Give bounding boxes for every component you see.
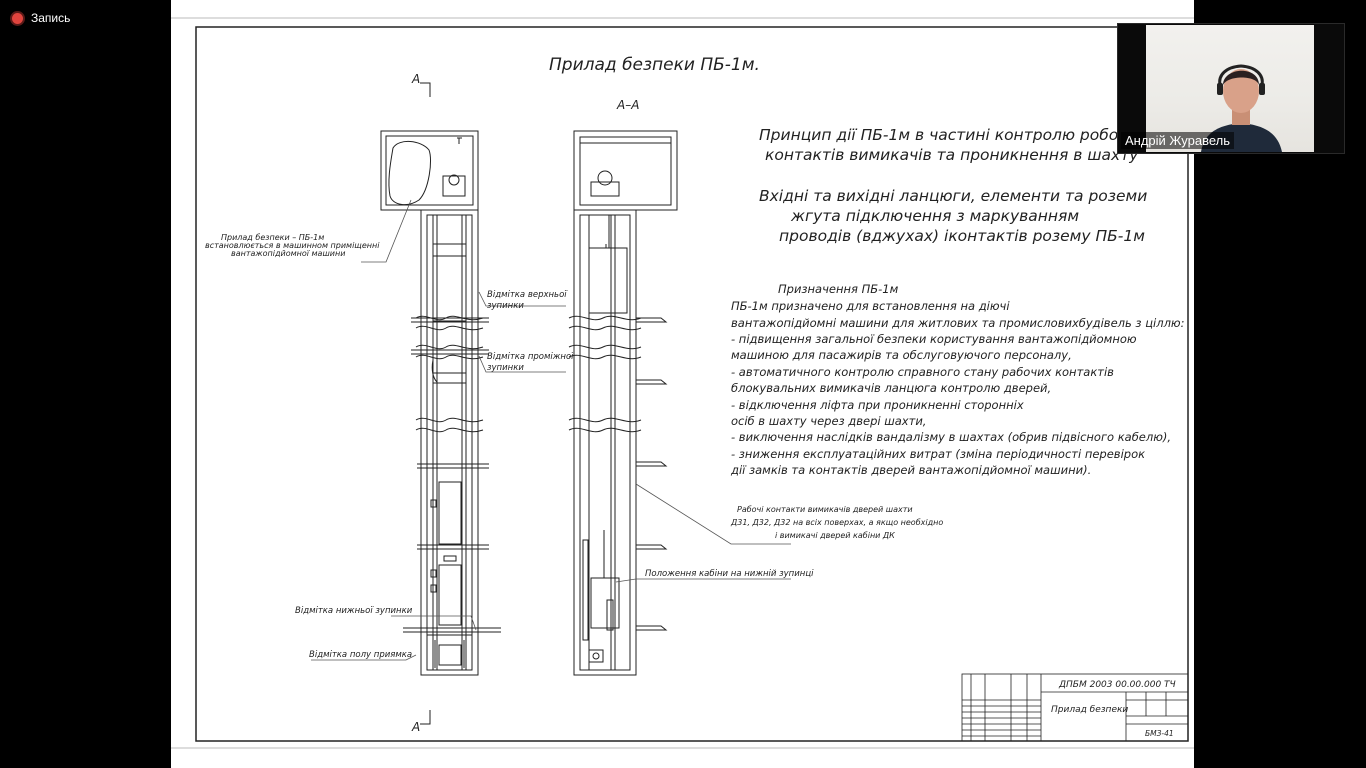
section-mark-bottom: А	[411, 720, 420, 734]
callout-device-line-2: встановлюється в машинном приміщенні	[205, 241, 380, 250]
drawing-frame	[195, 26, 1189, 742]
callout-device-line-3: вантажопідйомної машини	[231, 249, 345, 258]
purpose-line-2: вантажопідйомні машини для житлових та п…	[731, 316, 1184, 330]
title-block-name: Прилад безпеки	[1051, 705, 1128, 715]
io-line-2: жгута підключення з маркуванням	[790, 207, 1079, 225]
title-block	[961, 673, 1189, 742]
purpose-line-9: - виключення наслідків вандалізму в шахт…	[731, 430, 1171, 444]
drawing-title: Прилад безпеки ПБ-1м.	[549, 55, 760, 75]
purpose-line-1: ПБ-1м призначено для встановлення на дію…	[731, 299, 1010, 313]
callout-upper-stop-1: Відмітка верхньої	[487, 290, 568, 300]
callout-contacts-1: Рабочі контакти вимикачів дверей шахти	[737, 505, 913, 514]
recording-indicator: Запись	[12, 11, 70, 25]
title-block-code: ДПБМ 2003 00.00.000 ТЧ	[1058, 680, 1176, 690]
io-line-3: проводів (вджухах) іконтактів розему ПБ-…	[779, 227, 1145, 245]
record-icon	[12, 12, 23, 24]
purpose-line-5: - автоматичного контролю справного стану…	[731, 365, 1114, 379]
callout-middle-stop-1: Відмітка проміжної	[487, 352, 575, 362]
purpose-line-8: осіб в шахту через двері шахти,	[731, 414, 926, 428]
callout-middle-stop-2: зупинки	[487, 363, 524, 373]
participant-video-tile[interactable]: Андрій Журавель	[1117, 23, 1345, 154]
section-label: А–А	[616, 98, 639, 112]
shaft-section-view	[568, 130, 678, 676]
section-mark-top: А	[411, 72, 420, 86]
participant-video	[1146, 25, 1314, 152]
drawing-sheet: Прилад безпеки ПБ-1м. А А А–А	[171, 0, 1194, 768]
callout-lower-stop: Відмітка нижньої зупинки	[295, 606, 413, 616]
purpose-line-3: - підвищення загальної безпеки користува…	[731, 332, 1137, 346]
callout-contacts-2: Д31, Д32, Д32 на всіх поверхах, а якщо н…	[730, 518, 943, 527]
callout-pit-floor: Відмітка полу приямка	[309, 650, 412, 660]
principle-line-1: Принцип дії ПБ-1м в частині контролю роб…	[759, 126, 1118, 144]
purpose-line-4: машиною для пасажирів та обслуговуючого …	[731, 348, 1072, 362]
title-block-group: БМЗ-41	[1145, 729, 1174, 738]
shaft-front-view	[380, 130, 501, 676]
principle-line-2: контактів вимикачів та проникнення в шах…	[765, 146, 1139, 164]
recording-label: Запись	[31, 11, 71, 25]
callout-upper-stop-2: зупинки	[487, 301, 524, 311]
io-line-1: Вхідні та вихідні ланцюги, елементи та р…	[759, 187, 1147, 205]
callout-device-line-1: Прилад безпеки – ПБ-1м	[221, 233, 324, 242]
purpose-line-10: - зниження експлуатаційних витрат (зміна…	[731, 447, 1145, 461]
callout-cabin-position: Положення кабіни на нижній зупинці	[645, 569, 814, 579]
purpose-title: Призначення ПБ-1м	[778, 282, 899, 296]
purpose-line-7: - відключення ліфта при проникненні стор…	[731, 398, 1024, 412]
technical-drawing: Прилад безпеки ПБ-1м. А А А–А	[171, 17, 1194, 749]
callout-contacts-3: і вимикачі дверей кабіни ДК	[775, 531, 895, 540]
purpose-line-6: блокувальних вимикачів ланцюга контролю …	[731, 381, 1051, 395]
purpose-line-11: дії замків та контактів дверей вантажопі…	[730, 463, 1091, 477]
participant-name: Андрій Журавель	[1121, 132, 1235, 149]
